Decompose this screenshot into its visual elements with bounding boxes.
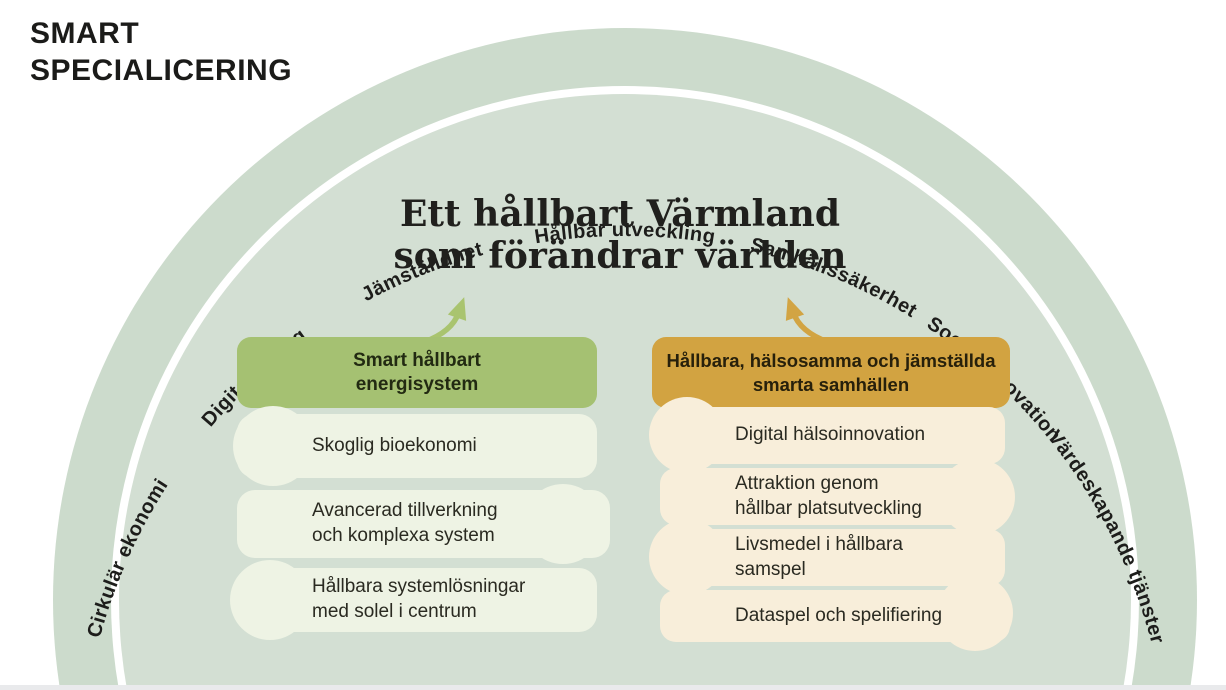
society-item-label: Digital hälsoinnovation	[735, 424, 926, 446]
energy-header-line1: Smart hållbart	[353, 349, 481, 371]
society-item-row	[657, 529, 1005, 586]
society-item-row	[660, 590, 1010, 642]
vision-title-line2: som förändrar världen	[393, 234, 847, 277]
society-header: Hållbara, hälsosamma och jämställda smar…	[652, 337, 1010, 408]
society-item-row	[660, 468, 1010, 525]
energy-item-row	[237, 414, 597, 478]
page-title: SMART SPECIALICERING	[30, 16, 292, 89]
society-item-row	[657, 407, 1005, 464]
energy-header: Smart hållbart energisystem	[237, 337, 597, 408]
energy-item-label: Skoglig bioekonomi	[312, 434, 477, 456]
energy-header-line2: energisystem	[355, 373, 479, 395]
page-title-line2: SPECIALICERING	[30, 53, 293, 87]
vision-title: Ett hållbart Värmland som förändrar värl…	[310, 193, 930, 278]
society-header-line2: smarta samhällen	[752, 373, 910, 395]
society-header-line1: Hållbara, hälsosamma och jämställda	[666, 350, 996, 372]
society-item-label: Dataspel och spelifiering	[735, 604, 943, 626]
energy-item-row	[237, 568, 597, 632]
energy-item-row	[237, 490, 610, 558]
vision-title-line1: Ett hållbart Värmland	[399, 193, 841, 235]
bottom-edge-strip	[0, 685, 1226, 690]
page-title-line1: SMART	[30, 17, 140, 50]
